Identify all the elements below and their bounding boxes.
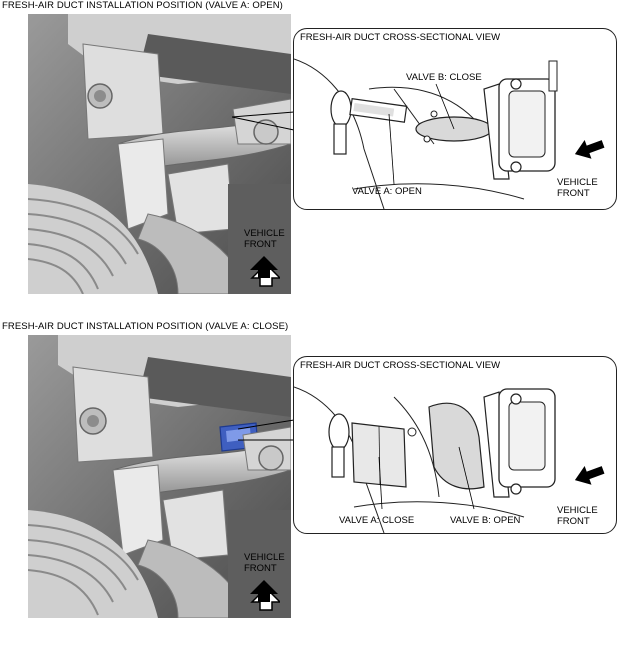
figure2-valve-b-label: VALVE B: OPEN: [450, 515, 521, 526]
figure1-callout-vehicle-front-line2: FRONT: [557, 188, 590, 199]
figure1-vehicle-front-line2: FRONT: [244, 239, 277, 250]
figure1-vehicle-front-label: VEHICLE FRONT: [244, 228, 285, 250]
figure1-callout-vehicle-front-line1: VEHICLE: [557, 177, 598, 188]
figure2-cross-section-callout: FRESH-AIR DUCT CROSS-SECTIONAL VIEW VALV…: [293, 356, 617, 534]
figure2-vehicle-front-line1: VEHICLE: [244, 552, 285, 563]
figure1-vehicle-front-line1: VEHICLE: [244, 228, 285, 239]
figure2-cross-section-drawing: [294, 386, 605, 533]
figure1-valve-a-label: VALVE A: OPEN: [352, 186, 422, 197]
figure2-title: FRESH-AIR DUCT INSTALLATION POSITION (VA…: [2, 321, 289, 332]
figure1-engine-photo: [28, 14, 291, 294]
figure2-callout-vehicle-front-label: VEHICLE FRONT: [557, 505, 598, 527]
figure1-callout-title: FRESH-AIR DUCT CROSS-SECTIONAL VIEW: [300, 32, 501, 43]
figure1-valve-b-label: VALVE B: CLOSE: [406, 72, 482, 83]
figure2-callout-title: FRESH-AIR DUCT CROSS-SECTIONAL VIEW: [300, 360, 501, 371]
figure1-cross-section-callout: FRESH-AIR DUCT CROSS-SECTIONAL VIEW VALV…: [293, 28, 617, 210]
figure1-callout-vehicle-front-label: VEHICLE FRONT: [557, 177, 598, 199]
figure2-valve-a-label: VALVE A: CLOSE: [339, 515, 415, 526]
figure2-vehicle-front-line2: FRONT: [244, 563, 277, 574]
figure2-callout-vehicle-front-line1: VEHICLE: [557, 505, 598, 516]
figure1-cross-section-drawing: [294, 58, 605, 209]
figure2-vehicle-front-arrow-icon: [250, 580, 280, 611]
figure2-engine-photo: [28, 335, 291, 618]
figure2-vehicle-front-label: VEHICLE FRONT: [244, 552, 285, 574]
figure1-vehicle-front-arrow-icon: [250, 256, 280, 287]
figure1-title: FRESH-AIR DUCT INSTALLATION POSITION (VA…: [2, 0, 283, 11]
figure2-callout-vehicle-front-line2: FRONT: [557, 516, 590, 527]
